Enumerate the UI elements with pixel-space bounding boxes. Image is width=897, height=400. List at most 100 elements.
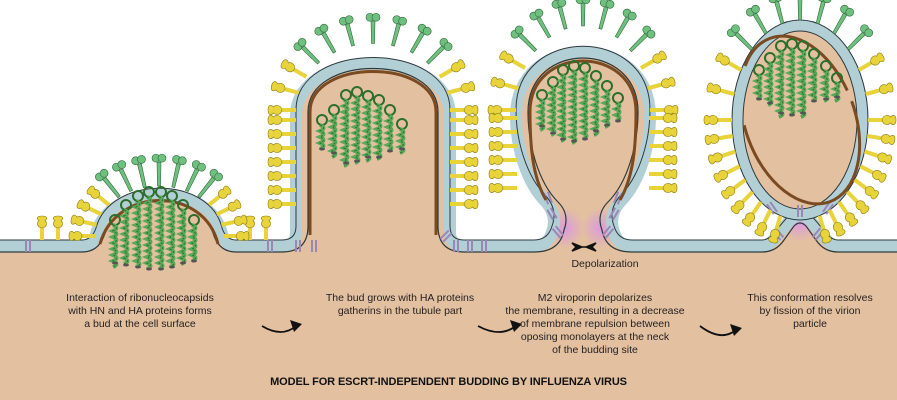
m2-channel-icon <box>766 201 778 215</box>
stage-1-caption: Interaction of ribonucleocapsids with HN… <box>40 292 240 331</box>
na-protein-icon <box>832 4 855 35</box>
ribonucleocapsid-icon <box>349 86 363 165</box>
na-protein-icon <box>339 15 355 47</box>
ribonucleocapsid-icon <box>314 114 328 151</box>
ha-protein-icon <box>267 157 296 167</box>
ha-protein-icon <box>845 190 870 215</box>
ha-protein-icon <box>704 133 734 145</box>
na-protein-icon <box>529 8 552 39</box>
na-protein-icon <box>510 25 538 53</box>
na-protein-icon <box>614 8 637 39</box>
na-protein-icon <box>112 160 133 193</box>
ribonucleocapsid-icon <box>382 104 396 153</box>
ha-protein-icon <box>488 141 517 151</box>
ha-protein-icon <box>280 59 308 79</box>
caption-line: of membrane repulsion between <box>519 318 670 330</box>
ribonucleocapsid-icon <box>141 186 155 271</box>
stage-2-caption: The bud grows with HA proteins gatherins… <box>290 292 510 318</box>
caption-line: Interaction of ribonucleocapsids <box>66 292 214 304</box>
na-protein-icon <box>551 0 568 30</box>
ha-protein-icon <box>868 115 897 125</box>
ribonucleocapsid-icon <box>534 89 548 132</box>
m2-channel-icon <box>311 240 317 252</box>
ha-protein-icon <box>649 155 678 165</box>
ha-protein-icon <box>488 127 517 137</box>
ha-protein-icon <box>488 183 517 193</box>
m2-channel-icon <box>608 207 620 221</box>
ha-protein-icon <box>487 105 516 115</box>
stage-3-caption: M2 viroporin depolarizes the membrane, r… <box>490 292 700 357</box>
ha-protein-icon <box>754 209 773 237</box>
ribonucleocapsid-icon <box>360 90 374 163</box>
ribonucleocapsid-icon <box>186 214 200 263</box>
ha-protein-icon <box>267 115 296 125</box>
ha-protein-icon <box>649 169 678 179</box>
m2-channel-icon <box>551 225 565 239</box>
na-protein-icon <box>815 0 832 25</box>
ha-protein-icon <box>706 82 735 97</box>
ha-protein-icon <box>865 82 894 97</box>
extracellular-region <box>0 0 897 240</box>
diagram-title: MODEL FOR ESCRT-INDEPENDENT BUDDING BY I… <box>270 376 627 388</box>
caption-line: This conformation resolves <box>747 292 873 304</box>
ha-protein-icon <box>703 115 732 125</box>
ribonucleocapsid-icon <box>818 60 832 103</box>
na-protein-icon <box>575 0 591 27</box>
m2-channel-icon <box>797 205 803 217</box>
ribonucleocapsid-icon <box>107 214 121 269</box>
ribonucleocapsid-icon <box>326 104 340 159</box>
ha-protein-icon <box>768 215 783 244</box>
ribonucleocapsid-icon <box>829 72 843 103</box>
ha-protein-icon <box>721 178 747 200</box>
ha-protein-icon <box>223 231 250 241</box>
ha-protein-icon <box>649 183 678 193</box>
ha-protein-icon <box>37 215 47 240</box>
na-protein-icon <box>95 168 121 199</box>
ha-protein-icon <box>713 164 741 183</box>
ribonucleocapsid-icon <box>371 94 385 161</box>
ha-protein-icon <box>866 133 896 145</box>
virion-matrix-layer <box>738 34 862 206</box>
depolarization-marker <box>571 242 597 252</box>
membrane-band <box>0 46 897 252</box>
ribonucleocapsid-icon <box>338 89 352 168</box>
ha-protein-icon <box>446 81 476 95</box>
ribonucleocapsids <box>107 38 843 271</box>
depolarization-label: Depolarization <box>571 258 639 270</box>
bud2-matrix-layer <box>308 70 438 235</box>
na-protein-icon <box>391 15 407 47</box>
bud3-matrix-layer <box>528 59 638 201</box>
na-protein-icon <box>846 24 874 51</box>
ha-protein-icon <box>245 215 255 240</box>
ha-protein-icon <box>450 171 479 181</box>
caption-line: The bud grows with HA proteins <box>325 292 475 304</box>
ha-protein-icon <box>859 164 887 183</box>
ha-protein-icon <box>207 185 232 207</box>
ha-protein-icon <box>649 127 678 137</box>
ha-protein-icon <box>267 105 296 115</box>
stage-1-to-2-arrow-icon <box>261 320 302 333</box>
ribonucleocapsid-icon <box>610 92 624 123</box>
ha-protein-icon <box>68 231 95 241</box>
ha-protein-icon <box>650 105 679 115</box>
caption-line: particle <box>793 318 827 330</box>
stage-3-to-4-arrow-icon <box>699 324 742 336</box>
na-protein-icon <box>797 0 803 21</box>
ha-protein-icon <box>267 129 296 139</box>
stage-2-to-3-arrow-icon <box>477 320 522 333</box>
caption-line: a bud at the cell surface <box>84 318 196 330</box>
m2-channel-icon <box>601 225 615 239</box>
ha-protein-icon <box>741 200 763 227</box>
ha-protein-icon <box>715 52 743 72</box>
ha-protein-icon <box>220 214 248 227</box>
caption-line: of the budding site <box>552 344 638 356</box>
m2-channel-icon <box>822 201 834 215</box>
ribonucleocapsid-icon <box>130 190 144 269</box>
m2-channel-icon <box>439 229 453 243</box>
ha-protein-icon <box>438 59 466 79</box>
ribonucleocapsid-icon <box>394 118 408 155</box>
glycoprotein-spikes <box>37 0 897 244</box>
ha-protein-icon <box>450 143 479 153</box>
ha-protein-icon <box>450 115 479 125</box>
ha-protein-icon <box>649 113 678 123</box>
